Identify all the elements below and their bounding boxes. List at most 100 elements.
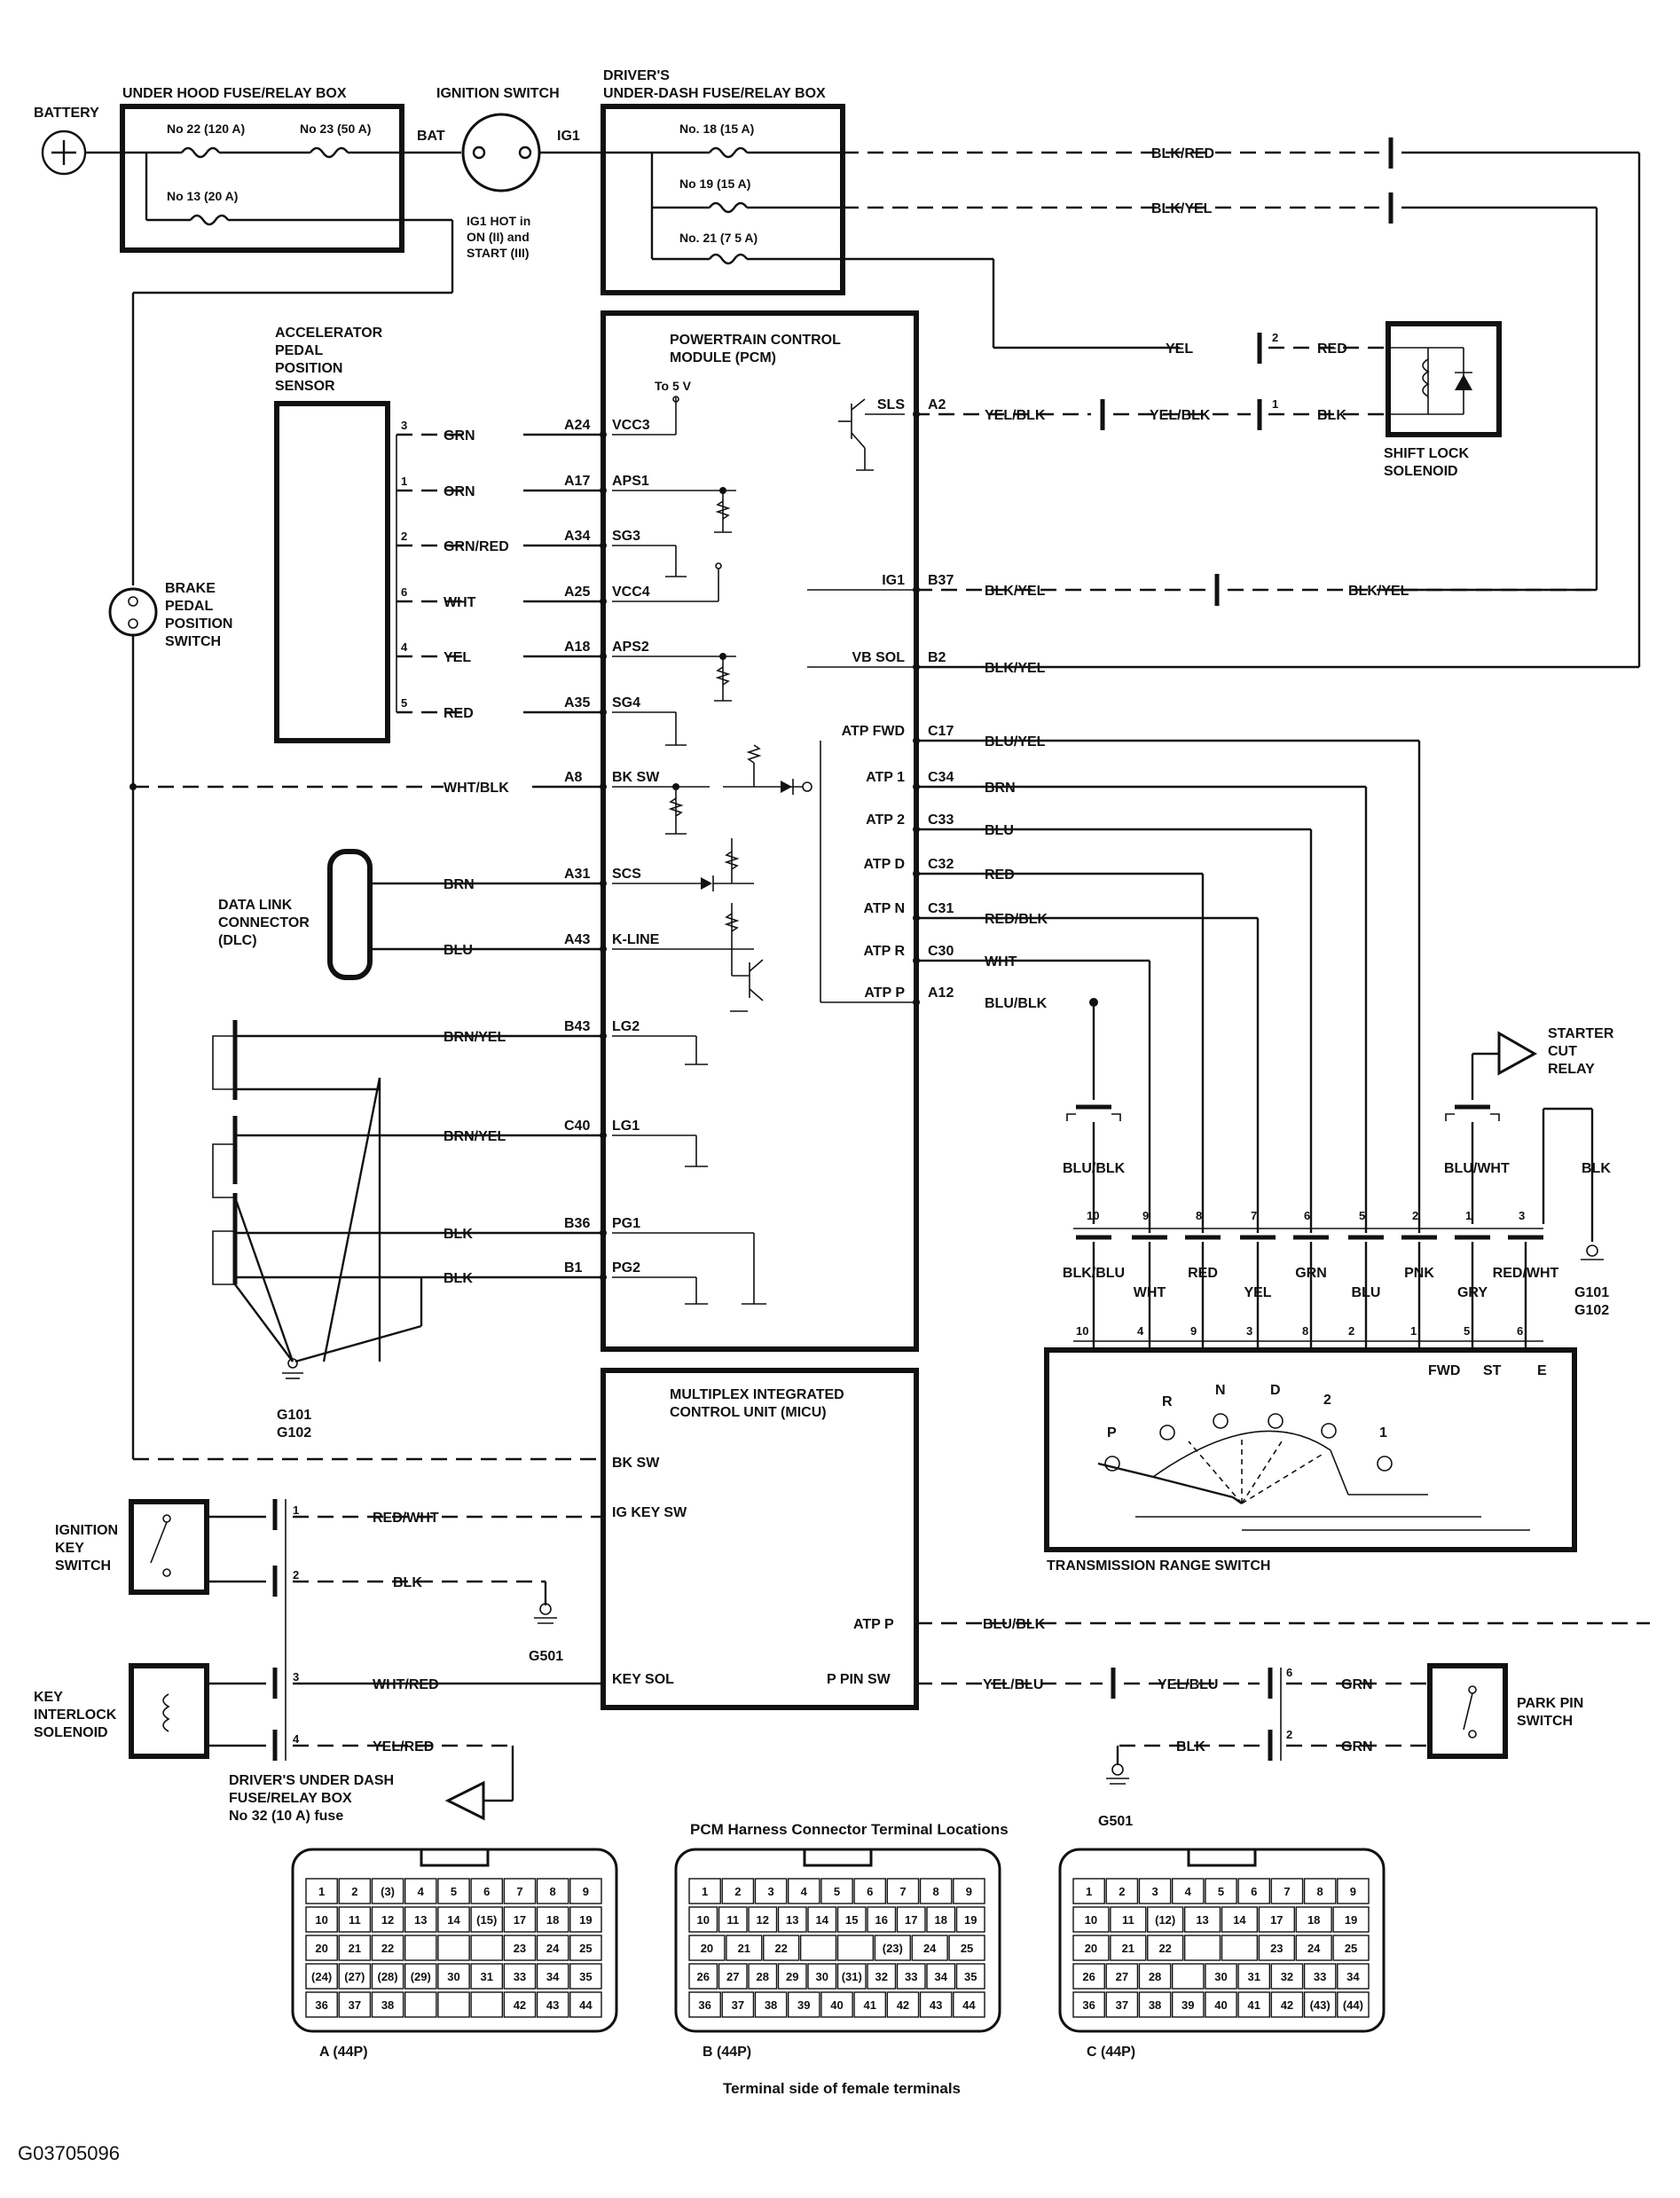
g501-key-label: G501: [529, 1649, 563, 1664]
harness-cell-label: 32: [875, 1970, 888, 1983]
blu-wht-label: BLU/WHT: [1444, 1161, 1510, 1176]
pcm-title-1: POWERTRAIN CONTROL: [670, 333, 841, 348]
shift-lock-solenoid: [1386, 321, 1502, 437]
harness-cell-label: 23: [514, 1942, 526, 1955]
harness-cell-label: 34: [935, 1970, 948, 1983]
harness-cell-label: 22: [774, 1942, 787, 1955]
battery-symbol: [41, 130, 87, 176]
harness-label-2: C (44P): [1087, 2045, 1135, 2060]
trs-e-label: E: [1537, 1363, 1547, 1378]
harness-cell: [948, 1935, 985, 1961]
harness-cell-label: 3: [767, 1885, 773, 1898]
wht-red-label: WHT/RED: [373, 1677, 439, 1692]
harness-cell: [763, 1935, 800, 1961]
pcm-right-wire-2: BLK/YEL: [985, 661, 1046, 676]
harness-cell-label: 7: [516, 1885, 522, 1898]
trs-bottom-pin-7: 5: [1464, 1324, 1470, 1338]
harness-cell: [503, 1991, 537, 2018]
harness-cell: [569, 1991, 602, 2018]
harness-cell: [820, 1878, 853, 1904]
harness-cell: [1303, 1963, 1337, 1990]
harness-cell-label: 22: [1158, 1942, 1171, 1955]
brake-switch-symbol: [108, 587, 158, 1459]
harness-cell: [688, 1906, 718, 1933]
pcm-right-signal-1: IG1: [882, 573, 905, 588]
p-pin-yel-blu-label: YEL/BLU: [983, 1677, 1043, 1692]
harness-label-1: B (44P): [703, 2045, 751, 2060]
harness-cell-label: 14: [816, 1913, 829, 1927]
harness-cell-label: (27): [344, 1970, 365, 1983]
harness-cell: [807, 1906, 837, 1933]
harness-cell-label: 30: [447, 1970, 459, 1983]
trs-bottom-pin-3: 3: [1246, 1324, 1252, 1338]
park-pin-title-1: PARK PIN: [1517, 1696, 1583, 1711]
harness-cell-label: 43: [930, 1998, 942, 2012]
harness-cell: [1270, 1963, 1304, 1990]
harness-cell-label: (28): [377, 1970, 397, 1983]
harness-cell: [1072, 1878, 1105, 1904]
harness-cell: [1138, 1963, 1172, 1990]
harness-cell: [955, 1906, 985, 1933]
harness-cell: [404, 1935, 437, 1961]
battery-label: BATTERY: [34, 106, 99, 121]
fuse-18-label: No. 18 (15 A): [679, 122, 754, 136]
trs-wire-color-7: GRY: [1457, 1285, 1488, 1300]
pcm-left-wire-3: WHT: [444, 595, 476, 610]
harness-latch-2: [1187, 1848, 1257, 1867]
harness-latch-0: [420, 1848, 490, 1867]
harness-cell-label: 24: [1307, 1942, 1321, 1955]
harness-cell: [536, 1991, 569, 2018]
harness-cell-label: (23): [883, 1942, 903, 1955]
harness-cell: [1105, 1963, 1139, 1990]
yel-red-label: YEL/RED: [373, 1739, 434, 1754]
harness-cell-label: (43): [1310, 1998, 1331, 2012]
harness-cell: [437, 1963, 470, 1990]
pcm-left-wire-9: BRN/YEL: [444, 1030, 506, 1045]
trs-contact-2: [1321, 1423, 1337, 1439]
harness-cell-label: 33: [514, 1970, 526, 1983]
pcm-right-terminal-0: [913, 411, 920, 418]
dash-fuses: [603, 146, 1180, 349]
key-connectors: [207, 1499, 287, 1761]
harness-cell: [1237, 1963, 1271, 1990]
trs-position-2: 2: [1323, 1393, 1331, 1408]
aps-pin-1: 1: [401, 475, 407, 488]
harness-cell-label: 10: [315, 1913, 327, 1927]
aps-pin-2: 2: [401, 530, 407, 543]
harness-cell-label: 20: [1085, 1942, 1097, 1955]
harness-cell: [404, 1878, 437, 1904]
harness-cell-label: 26: [697, 1970, 710, 1983]
harness-cell-label: 37: [1116, 1998, 1128, 2012]
ignition-key-switch-icon: [150, 1514, 171, 1577]
pcm-left-signal-5: SG4: [612, 695, 640, 710]
harness-cell: [748, 1906, 778, 1933]
harness-cell-label: 38: [381, 1998, 394, 2012]
park-pin-switch-box: [1427, 1663, 1508, 1759]
ignition-bat-label: BAT: [417, 129, 445, 144]
pcm-right-wire-9: BLU/BLK: [985, 996, 1048, 1011]
harness-cell-label: 41: [1247, 1998, 1260, 2012]
trs-top-pin-6: 2: [1412, 1209, 1418, 1222]
harness-cell: [886, 1878, 920, 1904]
brake-title-2: PEDAL: [165, 599, 213, 614]
trs-title: TRANSMISSION RANGE SWITCH: [1047, 1558, 1270, 1574]
pcm-right-wire-5: BLU: [985, 823, 1014, 838]
pcm-left-pin-10: C40: [564, 1119, 590, 1134]
aps-pin-5: 5: [401, 696, 407, 710]
micu-ig-key-sw: IG KEY SW: [612, 1505, 687, 1520]
harness-cell: [919, 1991, 953, 2018]
pcm-left-signal-6: BK SW: [612, 770, 660, 785]
harness-cell: [470, 1991, 504, 2018]
harness-cell-label: 17: [514, 1913, 526, 1927]
pcm-left-pin-0: A24: [564, 418, 590, 433]
harness-cell-label: (29): [411, 1970, 431, 1983]
g102-right-label: G102: [1574, 1303, 1609, 1318]
pcm-right-terminal-2: [913, 663, 920, 671]
harness-label-0: A (44P): [319, 2045, 368, 2060]
harness-cell: [777, 1906, 807, 1933]
harness-cell-label: 1: [702, 1885, 708, 1898]
harness-cell-label: 34: [546, 1970, 560, 1983]
trs-top-pin-0: 10: [1087, 1209, 1099, 1222]
pcm-left-signal-3: VCC4: [612, 585, 650, 600]
fuse-13-label: No 13 (20 A): [167, 189, 238, 203]
